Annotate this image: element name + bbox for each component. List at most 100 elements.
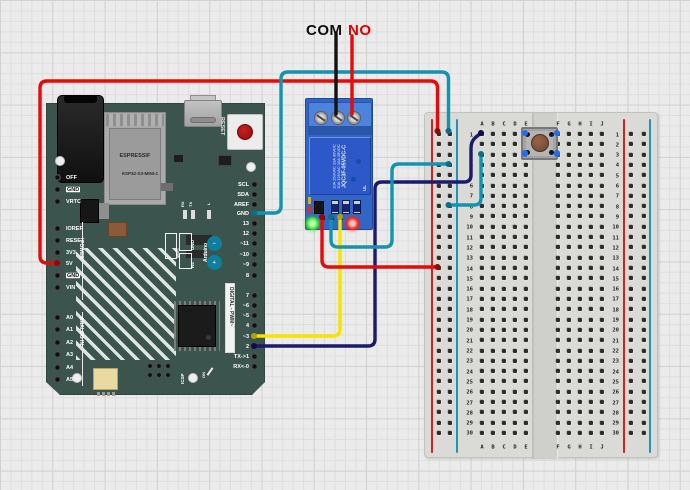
bb-hole-E8[interactable] [524,204,528,209]
bb-hole-J21[interactable] [600,338,604,343]
bb-hole-H28[interactable] [578,410,582,415]
bb-hole-D19[interactable] [513,317,517,322]
blue-rail-hole-1[interactable] [447,132,452,136]
bb-hole-B13[interactable] [491,255,495,260]
bb-hole-F21[interactable] [556,338,560,343]
bb-hole-D2[interactable] [513,142,517,147]
relay-gnd-pin[interactable] [330,216,334,220]
bb-hole-A30[interactable] [480,430,484,435]
blue-rail-hole-15[interactable] [447,276,452,281]
bb-hole-B28[interactable] [491,410,495,415]
bb-hole-I26[interactable] [589,389,593,394]
red-rail-hole-19[interactable] [629,317,633,322]
bb-hole-C22[interactable] [502,348,506,353]
bb-hole-F13[interactable] [556,255,560,260]
arduino-pin-reset[interactable] [53,236,61,244]
blue-rail-hole-19[interactable] [447,317,452,322]
bb-hole-G13[interactable] [567,255,571,260]
bb-hole-B26[interactable] [491,389,495,394]
bb-hole-D28[interactable] [513,410,517,415]
arduino-pin-sda[interactable] [250,190,258,198]
relay-vcc-pin[interactable] [321,216,325,220]
bb-hole-J30[interactable] [600,430,604,435]
bb-hole-F17[interactable] [556,296,560,301]
bb-hole-H18[interactable] [578,307,582,312]
bb-hole-E17[interactable] [524,296,528,301]
bb-hole-I29[interactable] [589,420,593,425]
bb-hole-J26[interactable] [600,389,604,394]
icsp-pin[interactable] [165,363,171,369]
bb-hole-B15[interactable] [491,276,495,281]
bb-hole-J22[interactable] [600,348,604,353]
red-rail-hole-27[interactable] [629,400,633,405]
bb-hole-G11[interactable] [567,235,571,240]
bb-hole-B6[interactable] [491,183,495,188]
bb-hole-C12[interactable] [502,245,506,250]
bb-hole-J16[interactable] [600,286,604,291]
bb-hole-H3[interactable] [578,152,582,157]
connection-dot[interactable] [521,129,529,137]
bb-hole-G4[interactable] [567,162,571,167]
bb-hole-D10[interactable] [513,224,517,229]
red-rail-hole-5[interactable] [629,173,633,178]
bb-hole-E15[interactable] [524,276,528,281]
bb-hole-I2[interactable] [589,142,593,147]
bb-hole-A9[interactable] [480,214,484,219]
bb-hole-A24[interactable] [480,369,484,374]
bb-hole-F26[interactable] [556,389,560,394]
bb-hole-I25[interactable] [589,379,593,384]
red-rail-hole-4[interactable] [629,162,633,167]
bb-hole-J29[interactable] [600,420,604,425]
blue-rail-hole-5[interactable] [447,173,452,178]
bb-hole-J5[interactable] [600,173,604,178]
red-rail-hole-15[interactable] [436,276,441,281]
bb-hole-D9[interactable] [513,214,517,219]
bb-hole-D18[interactable] [513,307,517,312]
blue-rail-hole-15[interactable] [641,276,646,281]
bb-hole-E21[interactable] [524,338,528,343]
bb-hole-J18[interactable] [600,307,604,312]
bb-hole-A5[interactable] [480,173,484,178]
blue-rail-hole-17[interactable] [641,296,646,301]
blue-rail-hole-12[interactable] [447,245,452,250]
bb-hole-H9[interactable] [578,214,582,219]
bb-hole-F16[interactable] [556,286,560,291]
bb-hole-A25[interactable] [480,379,484,384]
bb-hole-I14[interactable] [589,266,593,271]
blue-rail-hole-7[interactable] [641,193,646,198]
bb-hole-E25[interactable] [524,379,528,384]
bb-hole-H8[interactable] [578,204,582,209]
bb-hole-H6[interactable] [578,183,582,188]
bb-hole-D4[interactable] [513,162,517,167]
bb-hole-D11[interactable] [513,235,517,240]
bb-hole-A8[interactable] [480,204,484,209]
blue-rail-hole-30[interactable] [447,430,452,435]
bb-hole-C21[interactable] [502,338,506,343]
bb-hole-D26[interactable] [513,389,517,394]
bb-hole-I8[interactable] [589,204,593,209]
bb-hole-C28[interactable] [502,410,506,415]
red-rail-hole-10[interactable] [436,224,441,229]
bb-hole-D27[interactable] [513,400,517,405]
bb-hole-J12[interactable] [600,245,604,250]
bb-hole-A16[interactable] [480,286,484,291]
red-rail-hole-21[interactable] [629,338,633,343]
red-rail-hole-1[interactable] [629,132,633,136]
bb-hole-C6[interactable] [502,183,506,188]
arduino-pin-4[interactable] [250,321,258,329]
red-rail-hole-5[interactable] [436,173,441,178]
bb-hole-C26[interactable] [502,389,506,394]
connection-dot[interactable] [553,129,561,137]
bb-hole-I6[interactable] [589,183,593,188]
bb-hole-C8[interactable] [502,204,506,209]
blue-rail-hole-14[interactable] [641,266,646,271]
red-rail-hole-20[interactable] [629,327,633,332]
bb-hole-E16[interactable] [524,286,528,291]
bb-hole-A28[interactable] [480,410,484,415]
arduino-pin-a3[interactable] [53,350,61,358]
bb-hole-J27[interactable] [600,400,604,405]
bb-hole-C23[interactable] [502,358,506,363]
bb-hole-A7[interactable] [480,193,484,198]
bb-hole-G15[interactable] [567,276,571,281]
